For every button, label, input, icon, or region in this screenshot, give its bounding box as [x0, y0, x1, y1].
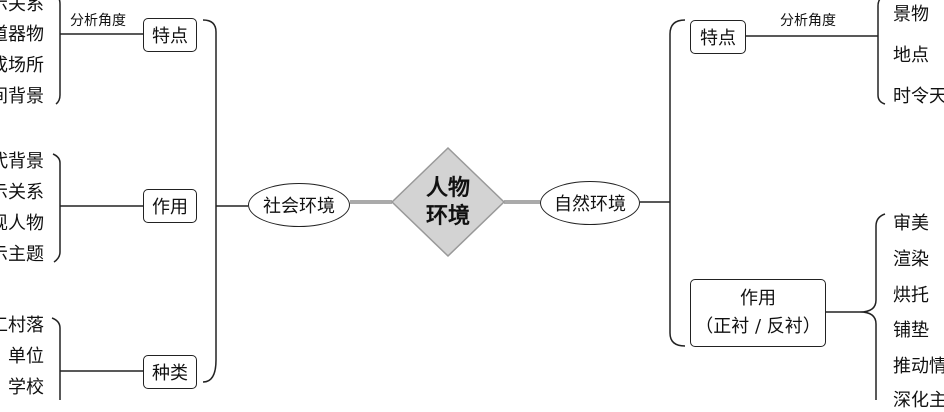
right-main-bracket — [669, 19, 686, 347]
left-feature-item: 成场所 — [0, 55, 44, 76]
left-function-item: 现人物 — [0, 213, 44, 234]
left-functions-box: 作用 — [143, 189, 197, 223]
right-function-item: 渲染 — [893, 249, 929, 270]
left-types-bracket — [51, 317, 61, 400]
right-features-label: 特点 — [700, 28, 736, 49]
natural-environment-label: 自然环境 — [554, 194, 626, 215]
right-function-item: 审美 — [893, 213, 929, 234]
left-function-item: 代背景 — [0, 151, 44, 172]
right-functions-sublabel: （正衬 / 反衬） — [695, 316, 821, 337]
right-function-item: 铺垫 — [893, 320, 929, 341]
social-environment-node: 社会环境 — [248, 183, 350, 227]
right-feature-item: 时令天 — [893, 86, 944, 107]
right-features-bracket — [877, 0, 886, 105]
center-diamond — [390, 146, 506, 258]
left-feature-item: 道器物 — [0, 24, 44, 45]
right-functions-label: 作用 — [740, 288, 776, 309]
left-main-bracket — [202, 19, 217, 383]
left-functions-label: 作用 — [152, 197, 188, 218]
right-feature-item: 地点 — [893, 45, 929, 66]
right-angle-label: 分析角度 — [780, 13, 836, 29]
left-feature-item: 间背景 — [0, 86, 44, 107]
left-functions-bracket — [52, 153, 61, 263]
right-functions-box: 作用 （正衬 / 反衬） — [690, 279, 826, 347]
center-line1: 人物 — [425, 175, 470, 201]
right-function-item: 推动情 — [893, 356, 944, 377]
center-line2: 环境 — [425, 203, 470, 229]
left-types-box: 种类 — [143, 355, 197, 389]
connector-lines — [51, 0, 886, 400]
left-features-bracket — [55, 0, 61, 105]
right-function-item: 深化主 — [893, 390, 944, 411]
left-types-label: 种类 — [152, 363, 188, 384]
left-type-item: 学校 — [8, 377, 44, 398]
left-type-item: 单位 — [8, 346, 44, 367]
center-node: 人物 环境 — [408, 170, 488, 234]
right-functions-bracket — [859, 213, 886, 400]
left-type-item: 工村落 — [0, 315, 44, 336]
right-features-box: 特点 — [690, 20, 746, 54]
right-feature-item: 景物 — [893, 4, 929, 25]
left-features-label: 特点 — [152, 26, 188, 47]
left-function-item: 示主题 — [0, 244, 44, 265]
left-feature-item: 示关系 — [0, 0, 44, 15]
left-features-box: 特点 — [143, 18, 197, 52]
natural-environment-node: 自然环境 — [540, 181, 640, 225]
left-angle-label: 分析角度 — [70, 13, 126, 29]
social-environment-label: 社会环境 — [263, 196, 335, 217]
right-function-item: 烘托 — [893, 285, 929, 306]
left-function-item: 示关系 — [0, 182, 44, 203]
